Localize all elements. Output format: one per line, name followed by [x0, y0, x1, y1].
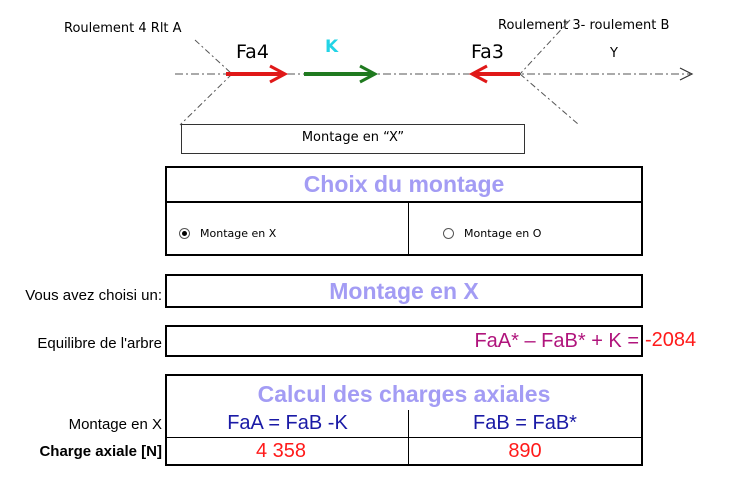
- axial-title: Calcul des charges axiales: [257, 381, 551, 407]
- k-arrow: [304, 64, 379, 84]
- right-bearing-line-lower: [519, 73, 579, 125]
- choice-panel: Choix du montage Montage en X Montage en…: [165, 166, 643, 256]
- fa3-arrow: [468, 64, 520, 84]
- option-montage-o-label: Montage en O: [464, 227, 542, 240]
- radio-montage-o[interactable]: [443, 228, 454, 239]
- left-bearing-label: Roulement 4 Rlt A: [64, 21, 182, 36]
- montage-caption: Montage en “X”: [301, 130, 405, 145]
- formula-fa-b: FaB = FaB*: [473, 412, 577, 434]
- balance-box: FaA* – FaB* + K =: [165, 325, 643, 357]
- choice-title: Choix du montage: [167, 168, 641, 203]
- right-bearing-label: Roulement 3- roulement B: [498, 18, 670, 33]
- formula-fa-a: FaA = FaB -K: [227, 412, 348, 434]
- right-bearing-line-upper: [519, 19, 571, 75]
- fa4-arrow: [226, 64, 289, 84]
- bearing-diagram: [175, 19, 694, 126]
- option-montage-x[interactable]: Montage en X: [179, 227, 276, 240]
- value-fa-b: 890: [508, 440, 542, 462]
- y-axis-label: Y: [610, 46, 618, 61]
- balance-label: Equilibre de l'arbre: [37, 335, 162, 352]
- chosen-label: Vous avez choisi un:: [25, 287, 162, 304]
- fa3-label: Fa3: [471, 41, 504, 63]
- chosen-value: Montage en X: [165, 274, 643, 308]
- choice-divider: [408, 203, 409, 254]
- value-fa-a: 4 358: [255, 440, 307, 462]
- balance-formula: FaA* – FaB* + K =: [474, 330, 639, 352]
- balance-value: -2084: [645, 329, 697, 351]
- fa4-label: Fa4: [236, 41, 269, 63]
- option-montage-x-label: Montage en X: [200, 227, 277, 240]
- axis-arrowhead: [679, 67, 694, 81]
- axial-panel: Calcul des charges axiales FaA = FaB -K …: [165, 374, 643, 466]
- left-bearing-line-upper: [194, 39, 233, 75]
- k-label: K: [325, 37, 339, 57]
- axial-row-divider: [167, 437, 641, 438]
- axial-charge-label: Charge axiale [N]: [39, 443, 162, 460]
- montage-caption-box: Montage en “X”: [181, 124, 525, 154]
- axial-mode-label: Montage en X: [68, 416, 162, 433]
- radio-montage-x[interactable]: [179, 228, 190, 239]
- left-bearing-line-lower: [179, 73, 233, 126]
- axial-col-divider: [408, 410, 409, 464]
- option-montage-o[interactable]: Montage en O: [443, 227, 541, 240]
